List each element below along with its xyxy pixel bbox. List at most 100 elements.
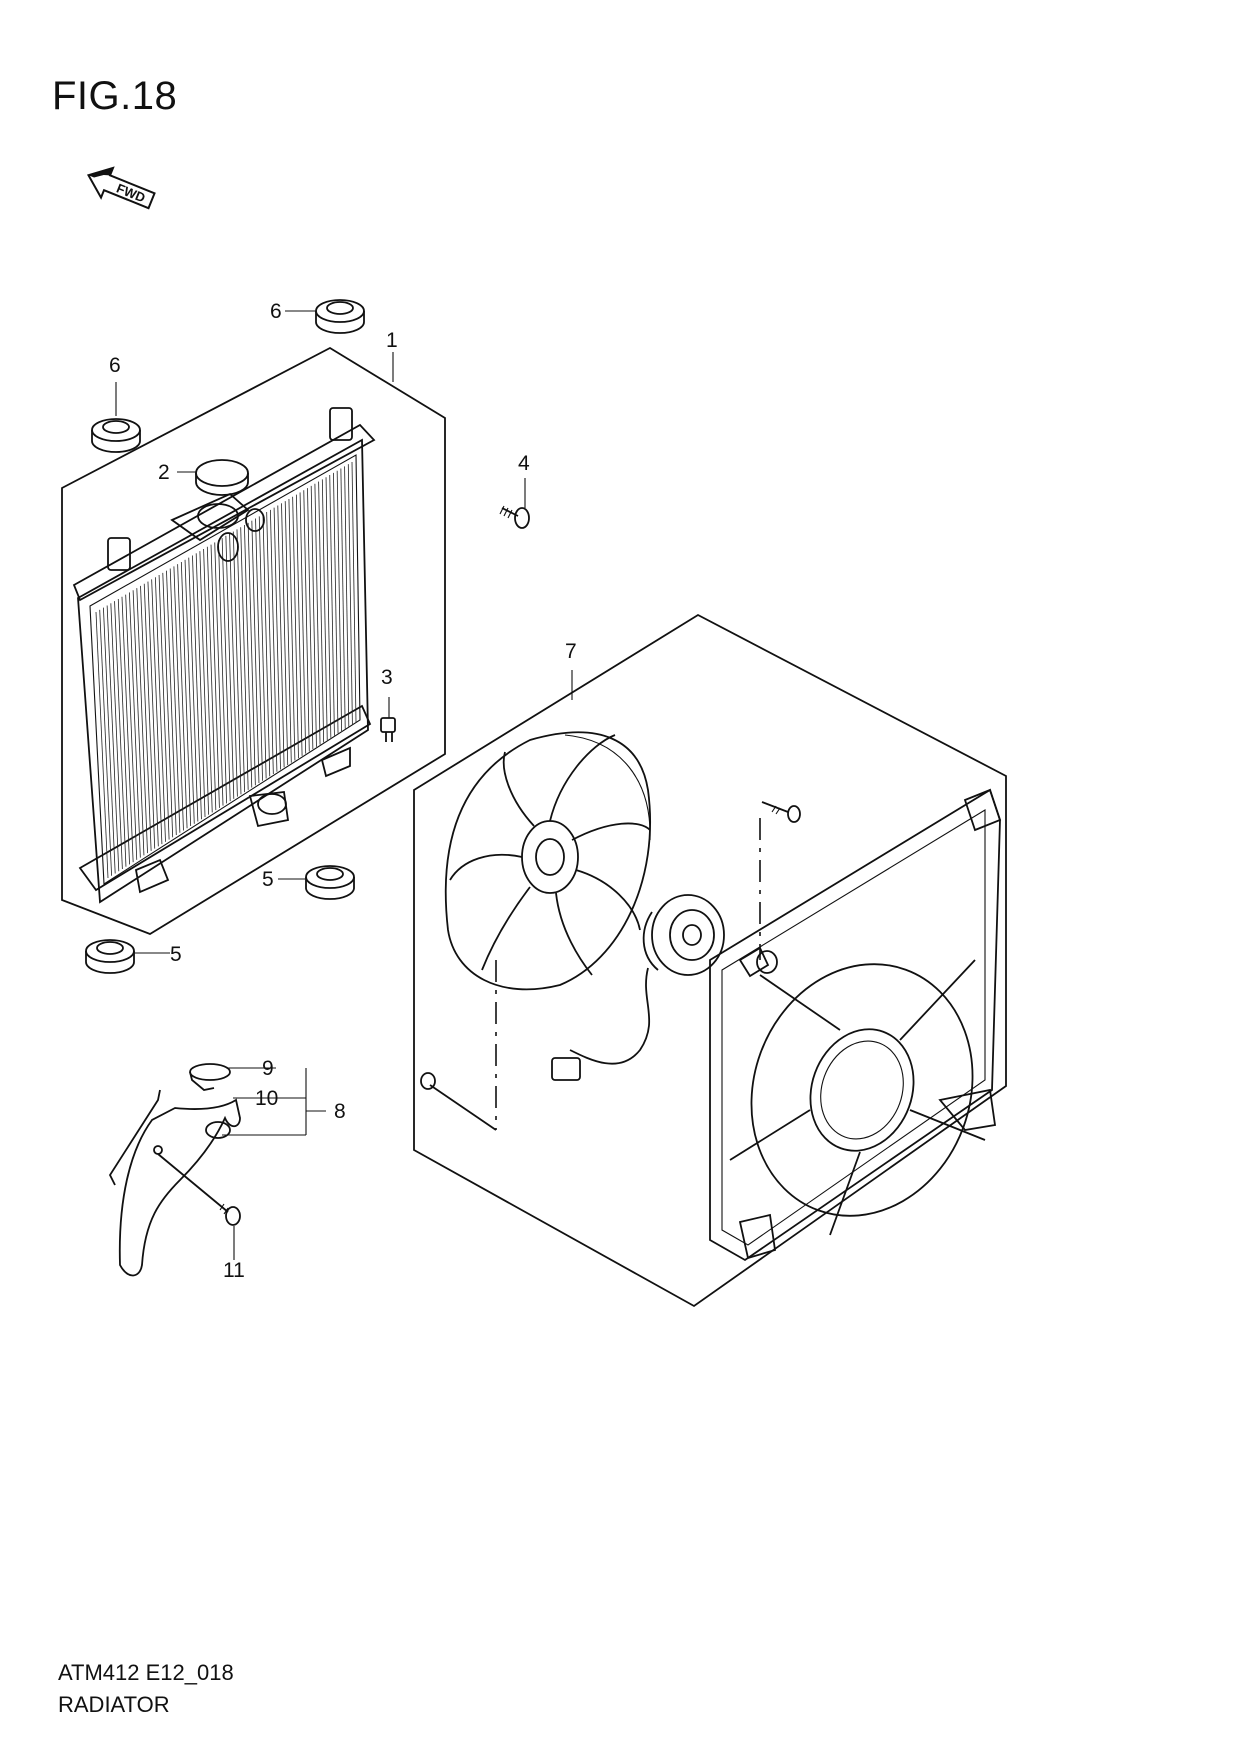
fin-line xyxy=(136,588,148,854)
fin-line xyxy=(143,583,156,849)
fin-line xyxy=(214,542,224,806)
fin-line xyxy=(110,603,123,869)
fin-line xyxy=(258,516,267,779)
reservoir-cap xyxy=(189,1063,231,1091)
fin-line xyxy=(269,509,278,772)
bolt xyxy=(499,505,530,529)
fin-line xyxy=(251,520,260,784)
fin-line xyxy=(262,514,271,777)
shroud-screw xyxy=(771,805,801,823)
fin-line xyxy=(340,468,346,729)
fin-line xyxy=(325,477,332,738)
fin-line xyxy=(140,585,152,851)
fan-blade xyxy=(444,731,652,991)
diagram-code: ATM412 E12_018 xyxy=(58,1660,234,1685)
fin-line xyxy=(284,501,292,763)
fin-line xyxy=(206,546,217,811)
reservoir-screw xyxy=(157,1153,241,1226)
radiator-cap xyxy=(195,459,249,496)
fin-line xyxy=(310,485,317,747)
figure-title: FIG.18 xyxy=(52,74,178,118)
fin-line xyxy=(121,596,134,863)
callout-2: 2 xyxy=(158,461,170,484)
callout-6-right: 6 xyxy=(270,300,282,323)
fin-line xyxy=(154,577,166,842)
fin-line xyxy=(128,592,141,858)
fin-line xyxy=(166,570,177,836)
radiator-assembly-box xyxy=(61,346,446,935)
fin-line xyxy=(255,518,263,781)
fin-line xyxy=(321,479,328,741)
callout-8: 8 xyxy=(334,1100,346,1123)
fin-line xyxy=(184,559,195,824)
fin-line xyxy=(336,470,343,732)
fin-line xyxy=(117,598,130,865)
fin-line xyxy=(188,557,199,822)
fin-line xyxy=(221,538,231,802)
fin-line xyxy=(318,481,325,743)
reservoir-tank xyxy=(108,1089,241,1277)
fin-line xyxy=(218,540,228,804)
fin-line xyxy=(125,594,138,860)
cushion-top-right xyxy=(315,299,365,334)
fan-assembly-box xyxy=(413,613,1007,1308)
fin-line xyxy=(162,572,174,838)
callout-5-right: 5 xyxy=(262,868,274,891)
fin-line xyxy=(203,548,213,813)
callout-4: 4 xyxy=(518,452,530,475)
drain-plug xyxy=(380,717,396,742)
fin-line xyxy=(232,531,242,795)
fin-line xyxy=(158,575,170,840)
fin-line xyxy=(288,498,296,761)
fin-line xyxy=(281,503,289,765)
fin-line xyxy=(151,579,163,845)
fin-line xyxy=(95,611,109,879)
fin-line xyxy=(273,507,281,770)
nut xyxy=(420,1072,436,1090)
fin-line xyxy=(240,527,249,790)
callout-11: 11 xyxy=(223,1259,245,1282)
fan-shroud xyxy=(709,788,1002,1262)
fin-line xyxy=(99,609,112,876)
fin-line xyxy=(329,475,335,736)
callout-6-left: 6 xyxy=(109,354,121,377)
fin-line xyxy=(177,564,188,829)
fin-line xyxy=(236,529,245,793)
fin-line xyxy=(192,555,202,820)
fin-line xyxy=(307,488,314,750)
fin-line xyxy=(180,561,192,827)
fin-line xyxy=(195,553,206,817)
callout-10: 10 xyxy=(255,1087,278,1110)
fin-line xyxy=(114,601,127,867)
leader-lines xyxy=(115,310,573,1260)
fin-line xyxy=(229,533,238,797)
fin-line xyxy=(225,535,235,799)
fwd-arrow-icon: FWD xyxy=(86,166,156,210)
callout-5-left: 5 xyxy=(170,943,182,966)
fan-motor xyxy=(551,894,725,1081)
fin-line xyxy=(314,483,321,745)
fin-line xyxy=(169,568,181,833)
callout-1: 1 xyxy=(386,329,398,352)
fin-line xyxy=(247,522,256,786)
cushion-lower-left xyxy=(85,939,135,974)
fin-line xyxy=(303,490,310,752)
fin-line xyxy=(351,461,357,723)
fin-line xyxy=(266,511,274,775)
fin-line xyxy=(292,496,299,759)
fin-line xyxy=(106,605,120,872)
radiator-fins xyxy=(95,461,357,879)
fin-line xyxy=(103,607,116,874)
fin-line xyxy=(344,466,350,727)
fin-line xyxy=(173,566,184,831)
fin-line xyxy=(277,505,285,768)
callout-3: 3 xyxy=(381,666,393,689)
fin-line xyxy=(199,551,210,815)
diagram-name: RADIATOR xyxy=(58,1692,170,1717)
fin-line xyxy=(244,525,253,788)
fin-line xyxy=(147,581,159,847)
cushion-lower-right xyxy=(305,865,355,900)
fin-line xyxy=(299,492,307,754)
fin-line xyxy=(132,590,145,856)
